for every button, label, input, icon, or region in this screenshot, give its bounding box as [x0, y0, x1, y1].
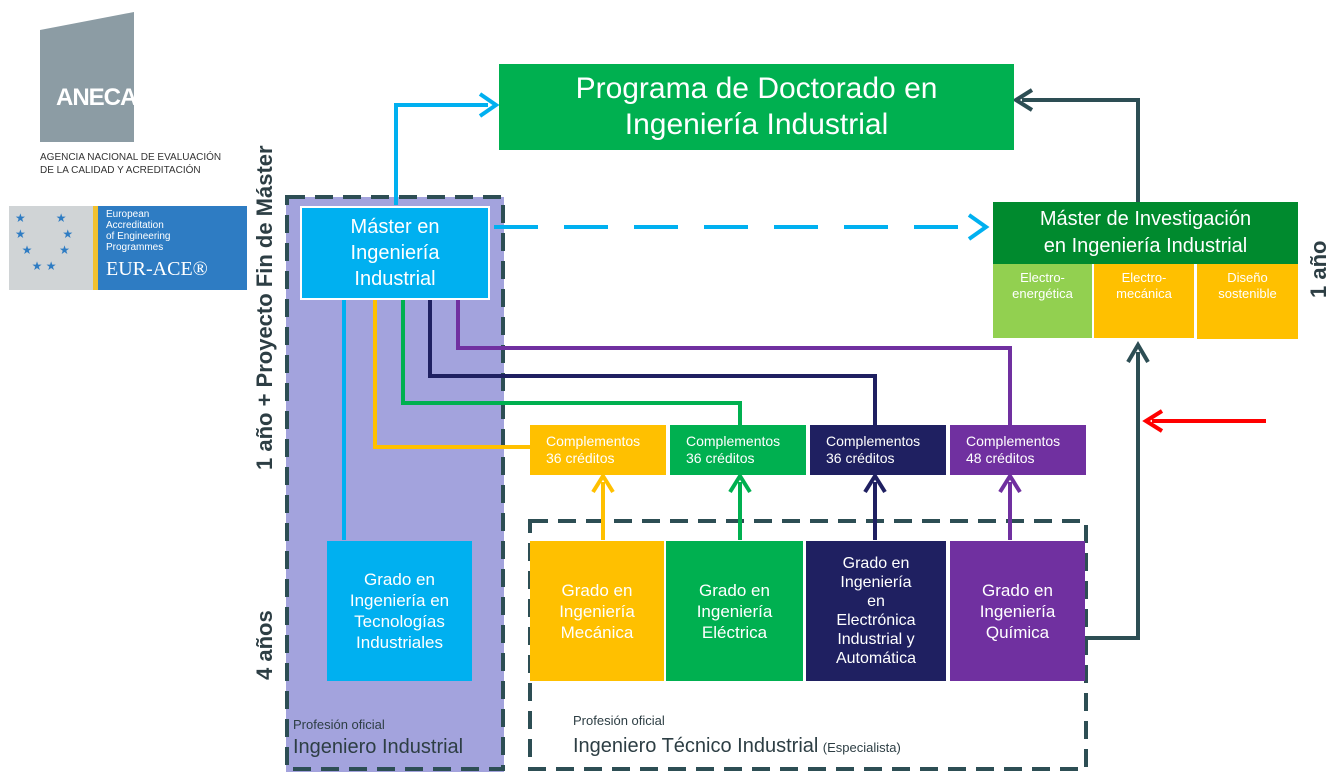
grado-tec-l3: Tecnologías [354, 612, 445, 631]
specialty-1-l2: energética [1012, 286, 1073, 301]
grado-electronica-automatica: Grado en Ingeniería en Electrónica Indus… [806, 541, 946, 681]
arrowhead-doctorado-right [1012, 88, 1034, 112]
grado-ele-l2: Ingeniería [696, 601, 773, 621]
arrow-quimica-to-master-inv [1085, 352, 1140, 640]
comp-1-l2: 36 créditos [546, 450, 615, 466]
grado-ele-l3: Eléctrica [701, 622, 768, 642]
profesion-ii-small: Profesión oficial [293, 717, 385, 732]
grado-tecnologias-industriales: Grado en Ingeniería en Tecnologías Indus… [327, 541, 472, 681]
profesion-ii-title: Ingeniero Industrial [293, 736, 464, 758]
arrowhead-elc [863, 472, 887, 494]
comp-1-l1: Complementos [546, 433, 641, 449]
comp-2-l2: 36 créditos [686, 450, 755, 466]
grado-elc-l5: Industrial y [837, 631, 915, 648]
grado-tec-l2: Ingeniería en [349, 591, 450, 610]
grado-elc-l3: en [867, 593, 885, 610]
grado-mec-l3: Mecánica [560, 622, 634, 642]
eurace-line3: of Engineering [106, 231, 171, 242]
comp-3-l1: Complementos [826, 433, 921, 449]
doctorado-line2: Ingeniería Industrial [624, 108, 889, 141]
specialty-electromecanica: Electro- mecánica [1094, 264, 1194, 338]
arrowhead-qui [998, 472, 1022, 494]
eurace-mark: EUR-ACE® [106, 258, 208, 280]
arrowhead-doctorado [478, 92, 500, 118]
arrow-master-to-doctorado [394, 103, 488, 205]
side-label-master-inv-duration: 1 año [1306, 240, 1331, 298]
aneca-mark: ANECA [56, 84, 137, 111]
specialty-diseno-sostenible: Diseño sostenible [1197, 264, 1298, 339]
aneca-name-line1: AGENCIA NACIONAL DE EVALUACIÓN [40, 152, 222, 163]
grado-tec-l1: Grado en [364, 570, 435, 589]
eurace-line1: European [106, 209, 150, 220]
master-inv-box: Máster de Investigación en Ingeniería In… [993, 202, 1298, 264]
eurace-line4: Programmes [106, 242, 164, 253]
grado-ele-l1: Grado en [699, 580, 770, 600]
eurace-stars-icon: ★ ★★ ★ ★ ★ ★ ★ [15, 211, 74, 273]
grado-mec-l1: Grado en [561, 580, 633, 600]
side-label-master-duration: 1 año + Proyecto Fin de Máster [252, 145, 277, 470]
arrow-green [401, 283, 742, 425]
complementos-electrica: Complementos 36 créditos [670, 425, 806, 475]
frame-master-ii [285, 195, 505, 771]
comp-2-l1: Complementos [686, 433, 781, 449]
arrowhead-ele [728, 472, 752, 494]
arrowhead-mec [591, 472, 615, 494]
aneca-name-line2: DE LA CALIDAD Y ACREDITACIÓN [40, 165, 201, 176]
complementos-mecanica: Complementos 36 créditos [530, 425, 666, 475]
grado-tec-l4: Industriales [356, 633, 443, 652]
eurace-logo: ★ ★★ ★ ★ ★ ★ ★ European Accreditation of… [9, 206, 247, 290]
grado-elc-l1: Grado en [842, 555, 910, 572]
master-ii-line1: Máster en [350, 216, 440, 238]
grado-elc-l6: Automática [835, 650, 917, 667]
comp-3-l2: 36 créditos [826, 450, 895, 466]
specialty-3-l2: sostenible [1218, 286, 1277, 301]
master-inv-line2: en Ingeniería Industrial [1043, 235, 1248, 257]
aneca-logo: ANECA AGENCIA NACIONAL DE EVALUACIÓN DE … [40, 12, 240, 182]
comp-4-l2: 48 créditos [966, 450, 1035, 466]
arrowhead-master-inv-up [1126, 341, 1150, 364]
aneca-emblem [40, 12, 134, 142]
arrow-purple [456, 283, 1012, 425]
eurace-line2: Accreditation [106, 220, 164, 231]
specialty-3-l1: Diseño [1227, 270, 1268, 285]
grado-mecanica: Grado en Ingeniería Mecánica [530, 541, 664, 681]
grado-elc-l2: Ingeniería [840, 574, 912, 591]
grado-elc-l4: Electrónica [836, 612, 916, 629]
arrow-gold [373, 283, 530, 449]
arrow-master-inv-to-doctorado [1022, 98, 1140, 202]
complementos-electronica: Complementos 36 créditos [810, 425, 946, 475]
profesion-iti-name: Ingeniero Técnico Industrial [573, 735, 819, 757]
red-arrowhead [1142, 409, 1164, 433]
specialty-2-l2: mecánica [1116, 286, 1172, 301]
grado-qui-l1: Grado en [982, 580, 1053, 600]
eurace-gold-bar [93, 206, 98, 290]
grado-electrica: Grado en Ingeniería Eléctrica [666, 541, 803, 681]
profesion-iti-title: Ingeniero Técnico Industrial (Especialis… [573, 735, 901, 758]
grado-quimica: Grado en Ingeniería Química [950, 541, 1085, 681]
doctorado-box: Programa de Doctorado en Ingeniería Indu… [499, 64, 1014, 150]
profesion-iti-small: Profesión oficial [573, 713, 665, 728]
side-label-grado-duration: 4 años [252, 610, 277, 680]
master-ii-box: Máster en Ingeniería Industrial [300, 206, 490, 300]
eurace-stars-panel [9, 206, 93, 290]
profesion-iti-extra: (Especialista) [822, 740, 901, 755]
specialty-electroenergetica: Electro- energética [993, 264, 1092, 338]
master-ii-line3: Industrial [354, 268, 436, 290]
master-ii-line2: Ingeniería [350, 242, 440, 264]
grado-qui-l2: Ingeniería [979, 601, 1056, 621]
arrow-navy [428, 283, 877, 425]
comp-4-l1: Complementos [966, 433, 1061, 449]
arrowhead-master-inv [967, 213, 990, 241]
doctorado-line1: Programa de Doctorado en [575, 72, 938, 105]
specialty-1-l1: Electro- [1020, 270, 1065, 285]
master-inv-line1: Máster de Investigación [1039, 208, 1252, 230]
specialty-2-l1: Electro- [1121, 270, 1167, 285]
complementos-quimica: Complementos 48 créditos [950, 425, 1086, 475]
grado-qui-l3: Química [985, 622, 1050, 642]
grado-mec-l2: Ingeniería [559, 601, 635, 621]
